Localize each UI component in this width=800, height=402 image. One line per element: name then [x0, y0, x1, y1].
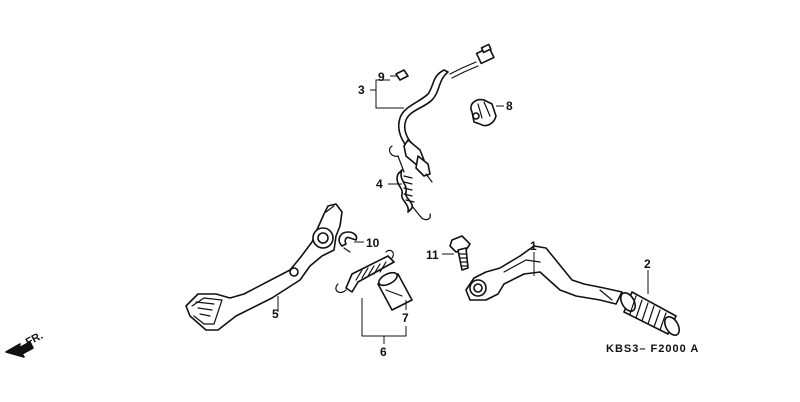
callouts: 1 2 3 4 5 6 7 8 9 10 11: [272, 70, 651, 359]
leader-lines: [277, 75, 649, 344]
callout-6: 6: [380, 345, 387, 359]
front-direction-arrow: FR.: [5, 330, 45, 358]
gearshift-pedal: [465, 245, 623, 305]
stop-switch-spring: [388, 145, 431, 221]
brake-pedal: [185, 203, 343, 331]
callout-2: 2: [644, 257, 651, 271]
callout-5: 5: [272, 307, 279, 321]
pivot-collar: [377, 271, 413, 311]
callout-1: 1: [530, 239, 537, 253]
callout-11: 11: [426, 248, 439, 262]
return-spring: [335, 249, 395, 294]
cable-clip: [470, 98, 497, 127]
pedal-rubber: [619, 291, 681, 336]
stop-switch-cable: [395, 43, 495, 183]
front-direction-label: FR.: [24, 330, 45, 349]
callout-10: 10: [366, 236, 380, 250]
callout-8: 8: [506, 99, 513, 113]
callout-9: 9: [378, 70, 385, 84]
bolt: [449, 235, 471, 271]
callout-3: 3: [358, 83, 365, 97]
callout-4: 4: [376, 177, 383, 191]
callout-7: 7: [402, 311, 409, 325]
diagram-code: KBS3– F2000 A: [606, 343, 699, 355]
circlip: [338, 231, 358, 253]
